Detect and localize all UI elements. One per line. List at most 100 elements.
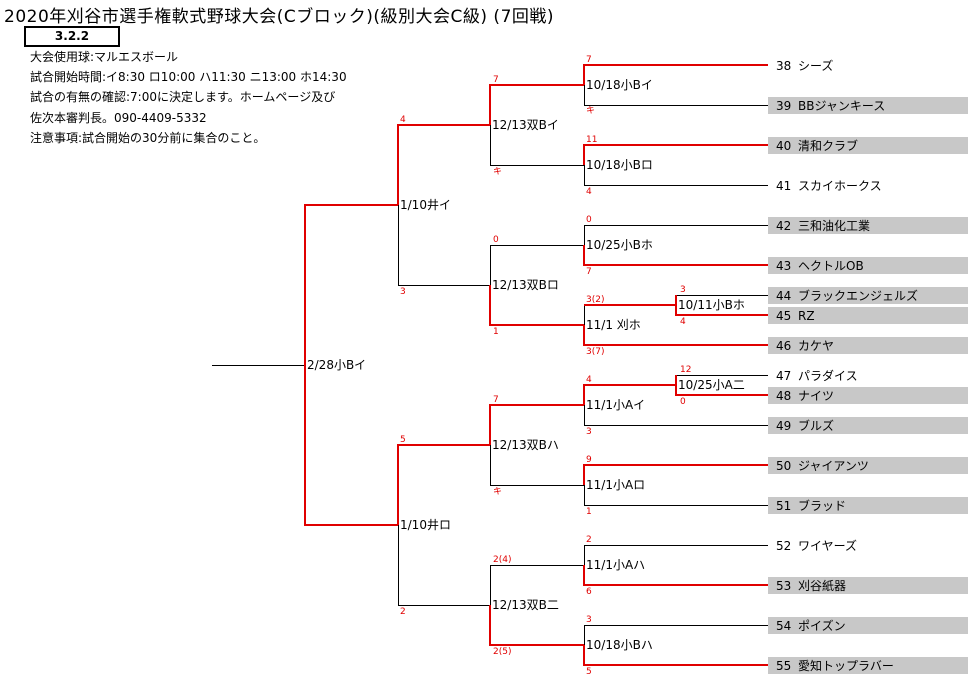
score: 3	[400, 287, 406, 297]
bracket-red-lines	[304, 64, 768, 666]
team-highlight	[768, 97, 968, 114]
win-4748	[583, 384, 676, 405]
score: 3(7)	[586, 347, 605, 357]
score: 5	[400, 435, 406, 445]
match-label: 10/25小A二	[678, 378, 745, 392]
team-number: 50	[776, 459, 792, 473]
score: 5	[586, 667, 592, 677]
team-number: 54	[776, 619, 792, 633]
score: 2(4)	[493, 555, 512, 565]
team-number: 49	[776, 419, 792, 433]
team-name: シーズ	[798, 59, 834, 73]
score: 9	[586, 455, 592, 465]
team-number: 46	[776, 339, 792, 353]
win-s2	[397, 444, 490, 525]
team-38: 38 シーズ	[776, 58, 833, 74]
info-confirmation: 試合の有無の確認:7:00に決定します。ホームページ及び	[30, 90, 336, 105]
page-title: 2020年刈谷市選手権軟式野球大会(Cブロック)(級別大会C級) (7回戦)	[4, 7, 555, 27]
score: 4	[586, 375, 592, 385]
match-label: 11/1小Aイ	[586, 398, 646, 412]
info-notes: 注意事項:試合開始の30分前に集合のこと。	[30, 130, 266, 145]
score: 7	[586, 267, 592, 277]
win-final-bot	[304, 365, 398, 526]
team-name: ジャイアンツ	[798, 459, 869, 473]
match-label: 11/1小Aハ	[586, 558, 646, 572]
team-number: 42	[776, 219, 792, 233]
score: 3(2)	[586, 295, 605, 305]
team-highlight	[768, 217, 968, 234]
team-highlight	[768, 337, 968, 354]
match-label: 10/18小Bイ	[586, 78, 653, 92]
team-number: 47	[776, 369, 792, 383]
score: キ	[586, 106, 596, 116]
team-name: 刈谷紙器	[798, 579, 847, 593]
win-43	[583, 245, 768, 266]
match-label: 10/11小Bホ	[678, 298, 745, 312]
score: 0	[586, 215, 592, 225]
team-name: ヘクトルOB	[798, 259, 864, 273]
team-name: 三和油化工業	[798, 219, 871, 233]
team-name: スカイホークス	[798, 179, 882, 193]
win-final-top	[304, 204, 398, 365]
team-name: 愛知トップラバー	[798, 659, 894, 673]
match-label: 12/13双Bハ	[492, 438, 559, 452]
team-number: 40	[776, 139, 792, 153]
team-highlight	[768, 287, 968, 304]
info-ball: 大会使用球:マルエスボール	[30, 50, 179, 64]
team-name: ブラッド	[798, 499, 847, 513]
match-label: 11/1小Aロ	[586, 478, 646, 492]
score: キ	[493, 487, 503, 497]
tournament-info: 大会使用球:マルエスボール 試合開始時間:イ8:30 ロ10:00 ハ11:30…	[30, 47, 347, 148]
team-49: 49 ブルズ	[776, 418, 834, 434]
score: キ	[493, 167, 503, 177]
win-q4	[489, 605, 584, 646]
team-number: 55	[776, 659, 792, 673]
match-label-final: 2/28小Bイ	[307, 358, 367, 372]
score: 7	[586, 55, 592, 65]
date-box: 3.2.2	[24, 26, 120, 47]
win-53	[583, 565, 768, 586]
score: 2	[586, 535, 592, 545]
team-name: 清和クラブ	[798, 139, 859, 153]
score: 4	[400, 115, 406, 125]
team-highlight	[768, 137, 968, 154]
score: 3	[586, 427, 592, 437]
score: 11	[586, 135, 598, 145]
team-highlight	[768, 497, 968, 514]
team-number: 48	[776, 389, 792, 403]
score: 4	[586, 187, 592, 197]
team-43: 43 ヘクトルOB	[776, 258, 864, 274]
team-name: ブラックエンジェルズ	[798, 289, 919, 303]
win-q3	[489, 404, 584, 445]
team-number: 53	[776, 579, 792, 593]
info-umpire-contact: 佐次本審判長。090-4409-5332	[30, 110, 207, 125]
score: 4	[680, 317, 686, 327]
team-highlight	[768, 577, 968, 594]
match-label: 10/18小Bハ	[586, 638, 653, 652]
win-45	[675, 295, 768, 316]
team-55: 55 愛知トップラバー	[776, 658, 894, 674]
team-number: 45	[776, 309, 792, 323]
score: 12	[680, 365, 692, 375]
score: 1	[493, 327, 499, 337]
score: 6	[586, 587, 592, 597]
win-q2	[489, 285, 584, 326]
team-name: BBジャンキース	[798, 99, 886, 113]
team-50: 50 ジャイアンツ	[776, 458, 869, 474]
match-label: 11/1 刈ホ	[586, 318, 641, 332]
team-number: 38	[776, 59, 792, 73]
team-name: ブルズ	[798, 419, 835, 433]
info-start-times: 試合開始時間:イ8:30 ロ10:00 ハ11:30 ニ13:00 ホ14:30	[30, 70, 347, 85]
win-q1	[489, 84, 584, 125]
team-number: 43	[776, 259, 792, 273]
win-48-path	[675, 375, 768, 396]
team-40: 40 清和クラブ	[776, 138, 858, 154]
score: 7	[493, 75, 499, 85]
